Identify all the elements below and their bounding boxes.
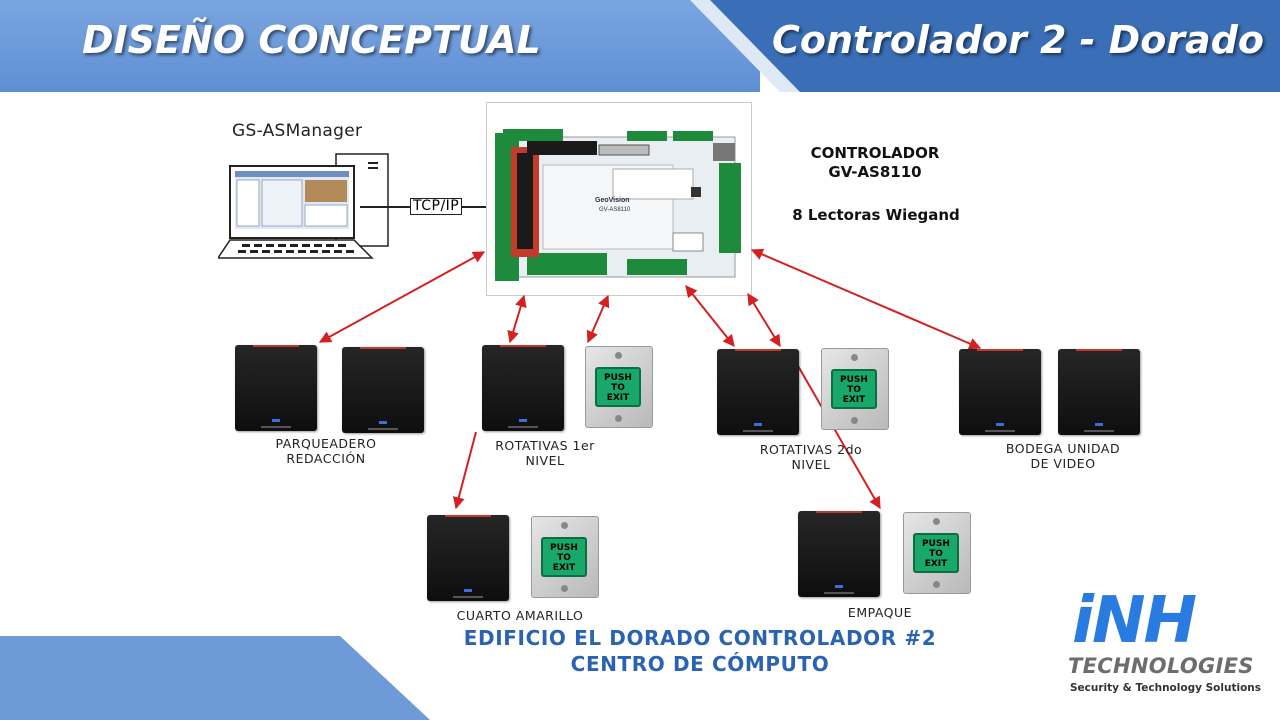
- board-brand: GeoVision: [595, 197, 630, 204]
- header-left-band: [0, 0, 760, 92]
- arrow-bodega: [750, 248, 982, 350]
- footer-title-line2: CENTRO DE CÓMPUTO: [570, 652, 830, 676]
- reader-cuarto-amarillo: [427, 515, 509, 601]
- area-label-empaque: EMPAQUE: [847, 605, 913, 620]
- controller-title: CONTROLADOR: [810, 144, 940, 162]
- arrow-cuarto-amarillo: [452, 431, 477, 510]
- reader-bodega-1: [959, 349, 1041, 435]
- reader-rotativas-1: [482, 345, 564, 431]
- board-model: GV-AS8110: [599, 207, 631, 213]
- arrow-rotativas2-reader: [685, 285, 735, 347]
- header-right-title: Controlador 2 - Dorado: [771, 18, 1264, 62]
- logo-technologies-text: TECHNOLOGIES: [1068, 654, 1254, 678]
- reader-empaque: [798, 511, 880, 597]
- inh-logo: iNH TECHNOLOGIES Security & Technology S…: [1066, 586, 1266, 704]
- controller-board: GeoVision GV-AS8110: [486, 102, 752, 296]
- tcp-ip-label: TCP/IP: [410, 198, 463, 215]
- arrow-rotativas2-exit: [747, 292, 781, 348]
- reader-bodega-2: [1058, 349, 1140, 435]
- reader-rotativas-2: [717, 349, 799, 435]
- controller-model: GV-AS8110: [828, 163, 922, 181]
- header-left-title: DISEÑO CONCEPTUAL: [82, 18, 541, 62]
- computer-icon: [218, 153, 389, 259]
- controller-readers: 8 Lectoras Wiegand: [792, 206, 960, 224]
- logo-tagline-text: Security & Technology Solutions: [1070, 682, 1262, 694]
- reader-parqueadero-1: [235, 345, 317, 431]
- arrow-empaque: [789, 351, 881, 510]
- logo-inh-text: iNH: [1072, 584, 1197, 658]
- arrow-rotativas1-reader: [507, 294, 527, 344]
- controller-board-graphic: GeoVision GV-AS8110: [495, 129, 741, 281]
- area-label-cuarto-amarillo: CUARTO AMARILLO: [456, 608, 584, 623]
- arrow-rotativas1-exit: [586, 294, 610, 344]
- software-name: GS-ASManager: [232, 121, 363, 141]
- footer-title-line1: EDIFICIO EL DORADO CONTROLADOR #2: [463, 626, 937, 650]
- arrow-parqueadero: [318, 251, 486, 343]
- reader-parqueadero-2: [342, 347, 424, 433]
- header-right-band: [710, 0, 1280, 92]
